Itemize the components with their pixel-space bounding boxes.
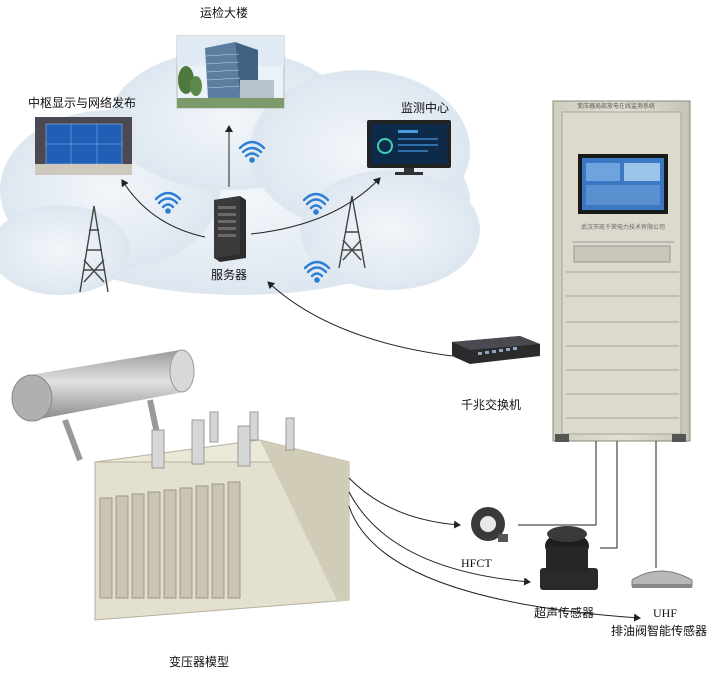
wifi-icon [302,192,330,215]
monitor-center-label: 监测中心 [401,101,450,115]
wifi-icon [238,140,266,163]
antenna-tower-icon [338,195,366,269]
cabinet-company: 武汉市凯千荣电力技术有限公司 [581,224,666,231]
transformer-label: 变压器模型 [169,655,230,669]
uhf-label-line2: 排油阀智能传感器 [611,624,708,638]
hfct-label: HFCT [461,556,492,570]
switch-label: 千兆交换机 [461,398,522,412]
sensor-cables [518,441,657,568]
ultrasonic-label: 超声传感器 [534,606,595,620]
wifi-icon [154,191,182,214]
wifi-icon [303,260,331,283]
uhf-sensor [631,570,693,588]
monitoring-cabinet [552,100,691,442]
building-image [176,35,285,109]
hfct-sensor [471,507,508,542]
ultrasonic-sensor [540,526,598,590]
antenna-tower-icon [79,205,109,293]
monitor-icon [367,120,451,175]
building-label: 运检大楼 [200,6,249,20]
connection-arrows [121,125,453,357]
display-label: 中枢显示与网络发布 [28,96,137,110]
server-icon [214,196,246,262]
uhf-label-line1: UHF [653,606,678,620]
transformer-cables [348,477,641,622]
cabinet-title: 变压器局部放电在线监测系统 [577,103,656,110]
display-wall-image [35,117,132,175]
server-label: 服务器 [211,268,248,282]
transformer-model [11,349,350,621]
switch-icon [452,336,540,364]
